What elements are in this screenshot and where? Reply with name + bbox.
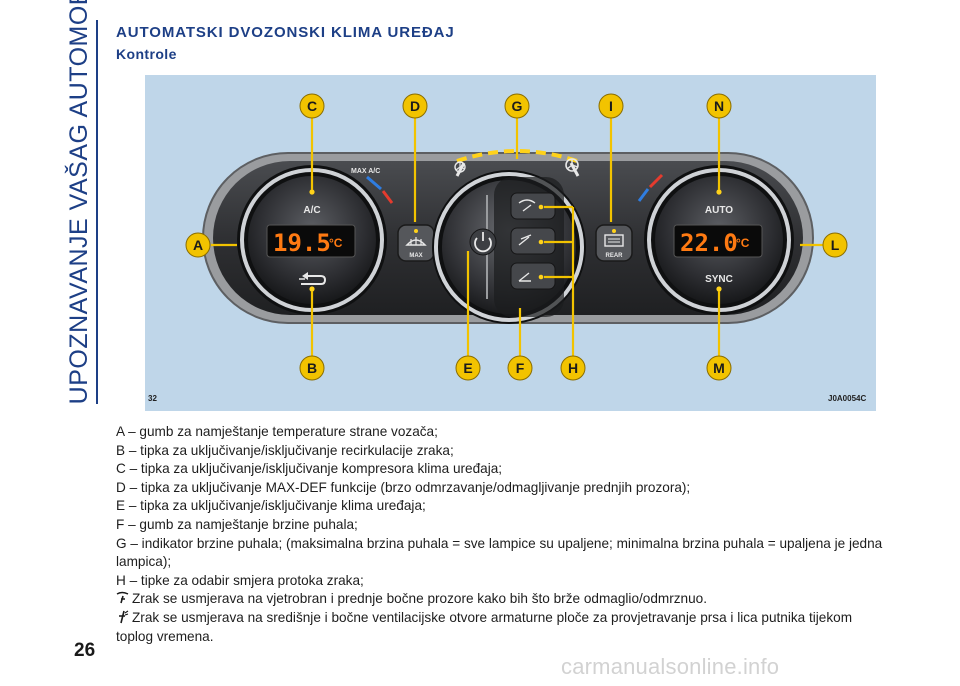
callout-h: H	[560, 355, 586, 381]
right-temperature-value: 22.0	[680, 229, 738, 257]
callout-b: B	[299, 355, 325, 381]
max-defrost-button: MAX	[397, 224, 435, 262]
legend-item-b: B – tipka za uključivanje/isključivanje …	[116, 442, 454, 458]
right-temperature-knob: 22.0 °C AUTO SYNC	[644, 165, 794, 315]
rear-defrost-button: REAR	[595, 224, 633, 262]
svg-text:N: N	[714, 98, 724, 114]
fan-speed-knob	[432, 170, 586, 324]
section-rule	[96, 20, 98, 404]
power-button	[469, 228, 497, 256]
callout-g: G	[504, 93, 530, 119]
max-button-label: MAX	[409, 253, 422, 259]
auto-button-label: AUTO	[705, 205, 733, 216]
section-title-text: UPOZNAVANJE VAŠAG AUTOMOBILA	[65, 0, 93, 404]
callout-m: M	[706, 355, 732, 381]
legend-item-f: F – gumb za namještanje brzine puhala;	[116, 516, 358, 532]
legend-item-a: A – gumb za namještanje temperature stra…	[116, 424, 438, 439]
airflow-windscreen-button	[510, 192, 556, 220]
svg-text:L: L	[831, 237, 840, 253]
svg-text:E: E	[463, 360, 472, 376]
page-heading: AUTOMATSKI DVOZONSKI KLIMA UREĐAJ	[116, 24, 455, 41]
legend-item-h: H – tipke za odabir smjera protoka zraka…	[116, 572, 364, 588]
climate-panel-illustration: 19.5 °C A/C MAX A/C MAX	[185, 93, 848, 381]
callout-d: D	[402, 93, 428, 119]
climate-panel-figure: 19.5 °C A/C MAX A/C MAX	[145, 75, 876, 411]
callout-e: E	[455, 355, 481, 381]
legend-text: A – gumb za namještanje temperature stra…	[116, 423, 884, 646]
svg-text:A: A	[193, 237, 203, 253]
legend-item-h2-text: Zrak se usmjerava na središnje i bočne v…	[116, 609, 853, 644]
section-title-vertical: UPOZNAVANJE VAŠAG AUTOMOBILA	[62, 0, 96, 404]
page-number: 26	[74, 640, 96, 661]
page-subheading: Kontrole	[116, 46, 177, 62]
legend-item-d: D – tipka za uključivanje MAX-DEF funkci…	[116, 479, 691, 495]
callout-c: C	[299, 93, 325, 119]
callout-n: N	[706, 93, 732, 119]
legend-item-h1-text: Zrak se usmjerava na vjetrobran i prednj…	[132, 591, 708, 607]
legend-item-g: G – indikator brzine puhala; (maksimalna…	[116, 535, 883, 570]
svg-text:H: H	[568, 360, 578, 376]
fan-high-icon	[565, 158, 579, 172]
left-temperature-unit: °C	[329, 236, 343, 250]
callout-i: I	[598, 93, 624, 119]
callout-l: L	[822, 232, 848, 258]
recirculation-icon	[299, 272, 327, 285]
legend-item-e: E – tipka za uključivanje/isključivanje …	[116, 498, 426, 514]
right-temperature-unit: °C	[736, 236, 750, 250]
max-ac-label: MAX A/C	[351, 168, 380, 175]
face-airflow-icon	[119, 610, 129, 624]
windscreen-airflow-icon	[116, 592, 129, 604]
svg-text:D: D	[410, 98, 420, 114]
callout-leaders	[211, 118, 823, 356]
callout-f: F	[507, 355, 533, 381]
svg-text:I: I	[609, 98, 613, 114]
svg-text:G: G	[512, 98, 523, 114]
legend-item-h2: Zrak se usmjerava na središnje i bočne v…	[116, 609, 884, 646]
legend-item-c: C – tipka za uključivanje/isključivanje …	[116, 461, 503, 477]
svg-text:M: M	[713, 360, 725, 376]
callout-a: A	[185, 232, 211, 258]
watermark: carmanualsonline.info	[561, 654, 780, 679]
right-temperature-display	[673, 224, 763, 258]
left-temperature-knob: 19.5 °C A/C	[237, 165, 387, 315]
rear-button-label: REAR	[605, 253, 623, 259]
figure-code: J0A0054C	[828, 394, 867, 403]
legend-item-h1: Zrak se usmjerava na vjetrobran i prednj…	[116, 590, 884, 609]
svg-text:F: F	[516, 360, 525, 376]
figure-number: 32	[148, 394, 157, 403]
left-temperature-value: 19.5	[273, 229, 331, 257]
sync-button-label: SYNC	[705, 274, 733, 285]
svg-text:B: B	[307, 360, 317, 376]
ac-button-label: A/C	[303, 205, 320, 216]
svg-text:C: C	[307, 98, 317, 114]
left-temperature-display	[266, 224, 356, 258]
fan-low-icon	[454, 161, 466, 173]
